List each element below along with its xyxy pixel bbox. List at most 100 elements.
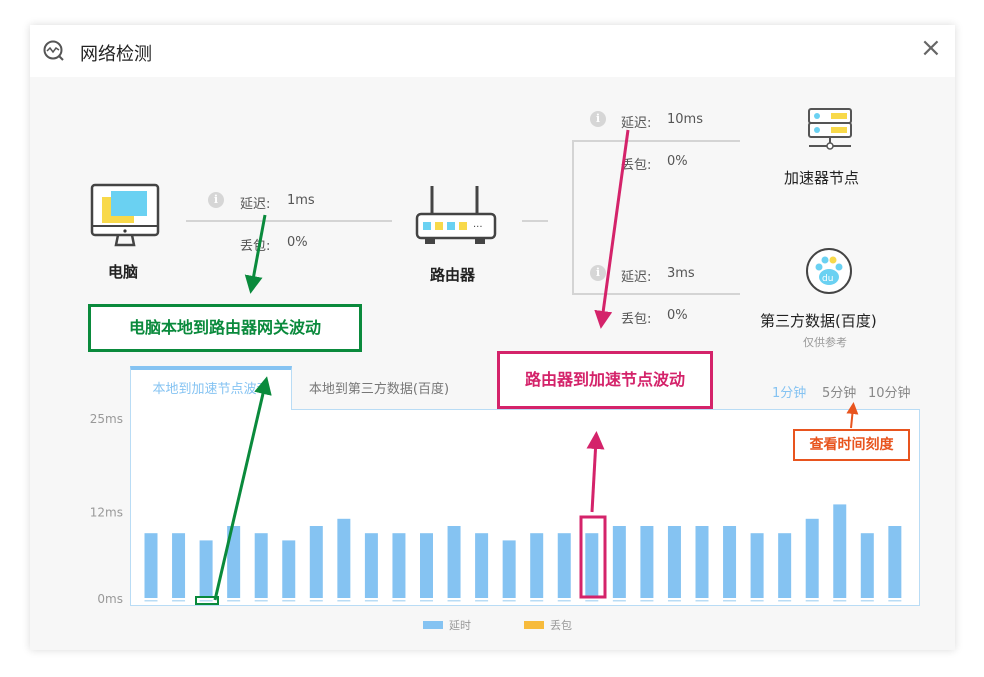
latency-bar[interactable] [172, 533, 186, 598]
pc-router-line [186, 220, 392, 222]
info-icon[interactable]: i [208, 192, 224, 208]
computer-icon [90, 183, 160, 247]
latency-bar[interactable] [612, 526, 626, 598]
packet-loss-marker [667, 600, 681, 602]
branch-accel-line [574, 140, 740, 142]
window-title: 网络检测 [80, 44, 152, 65]
node-accel-label: 加速器节点 [784, 169, 860, 187]
latency-bar[interactable] [805, 518, 819, 598]
latency-bar[interactable] [778, 533, 792, 598]
latency-bar[interactable] [640, 526, 654, 598]
router-accel-loss: 0% [667, 154, 688, 169]
time-scale-1min[interactable]: 1分钟 [772, 386, 807, 401]
packet-loss-marker [530, 600, 544, 602]
packet-loss-marker [172, 600, 186, 602]
packet-loss-marker [309, 600, 323, 602]
latency-bar[interactable] [860, 533, 874, 598]
latency-bar[interactable] [833, 504, 847, 598]
latency-bar[interactable] [282, 540, 296, 598]
tab-local-to-third[interactable]: 本地到第三方数据(百度) [308, 382, 450, 397]
svg-text:du: du [822, 274, 833, 284]
router-accel-latency-label: 延迟: [621, 116, 652, 131]
annotation-magenta: 路由器到加速节点波动 [497, 351, 713, 409]
packet-loss-marker [364, 600, 378, 602]
branch-third-line [574, 293, 740, 295]
packet-loss-marker [199, 600, 213, 602]
pc-router-loss: 0% [287, 235, 308, 250]
node-third-note: 仅供参考 [803, 336, 847, 349]
packet-loss-marker [475, 600, 489, 602]
latency-bar[interactable] [888, 526, 902, 598]
latency-bar[interactable] [557, 533, 571, 598]
y-tick-label: 0ms [97, 592, 123, 606]
latency-bar[interactable] [447, 526, 461, 598]
packet-loss-marker [254, 600, 268, 602]
close-button[interactable]: × [920, 33, 942, 63]
y-tick-label: 12ms [90, 506, 123, 520]
packet-loss-marker [860, 600, 874, 602]
network-check-icon [43, 40, 64, 61]
latency-bar[interactable] [199, 540, 213, 598]
pc-router-latency-label: 延迟: [240, 197, 271, 212]
latency-bar[interactable] [723, 526, 737, 598]
latency-bar[interactable] [364, 533, 378, 598]
router-icon: ··· [415, 186, 497, 244]
router-third-latency: 3ms [667, 266, 695, 281]
packet-loss-marker [502, 600, 516, 602]
legend-loss-label: 丢包 [550, 619, 572, 632]
latency-bar[interactable] [254, 533, 268, 598]
time-scale-5min[interactable]: 5分钟 [822, 386, 857, 401]
time-scale-10min[interactable]: 10分钟 [868, 386, 911, 401]
packet-loss-marker [282, 600, 296, 602]
branch-vertical-line [572, 140, 574, 295]
packet-loss-marker [447, 600, 461, 602]
server-icon [808, 108, 852, 150]
latency-bar[interactable] [475, 533, 489, 598]
latency-bar[interactable] [667, 526, 681, 598]
router-third-loss: 0% [667, 308, 688, 323]
latency-bar[interactable] [695, 526, 709, 598]
node-third-label: 第三方数据(百度) [760, 312, 877, 330]
packet-loss-marker [612, 600, 626, 602]
packet-loss-marker [723, 600, 737, 602]
packet-loss-marker [888, 600, 902, 602]
latency-bar[interactable] [227, 526, 241, 598]
svg-text:···: ··· [473, 222, 483, 233]
packet-loss-marker [585, 600, 599, 602]
y-tick-label: 25ms [90, 412, 123, 426]
latency-bar[interactable] [420, 533, 433, 598]
packet-loss-marker [695, 600, 709, 602]
latency-bar[interactable] [585, 533, 599, 598]
router-branch-line [522, 220, 548, 222]
packet-loss-marker [420, 600, 433, 602]
latency-bar[interactable] [309, 526, 323, 598]
legend-latency-label: 延时 [449, 619, 471, 632]
packet-loss-marker [640, 600, 654, 602]
latency-bar[interactable] [392, 533, 406, 598]
legend-loss-swatch [524, 621, 544, 629]
packet-loss-marker [750, 600, 764, 602]
packet-loss-marker [805, 600, 819, 602]
latency-bar[interactable] [337, 518, 351, 598]
pc-router-latency: 1ms [287, 193, 315, 208]
annotation-green: 电脑本地到路由器网关波动 [88, 304, 362, 352]
latency-bar[interactable] [502, 540, 516, 598]
latency-bar[interactable] [750, 533, 764, 598]
packet-loss-marker [833, 600, 847, 602]
title-bar: 网络检测 × [30, 25, 955, 77]
router-accel-latency: 10ms [667, 112, 703, 127]
packet-loss-marker [392, 600, 406, 602]
legend-latency-swatch [423, 621, 443, 629]
node-router-label: 路由器 [430, 266, 476, 284]
packet-loss-marker [778, 600, 792, 602]
annotation-orange: 查看时间刻度 [793, 429, 910, 461]
node-pc-label: 电脑 [108, 263, 139, 281]
packet-loss-marker [337, 600, 351, 602]
packet-loss-marker [144, 600, 158, 602]
latency-bar[interactable] [144, 533, 158, 598]
info-icon[interactable]: i [590, 111, 606, 127]
latency-bar[interactable] [530, 533, 544, 598]
baidu-icon: du [806, 248, 852, 294]
packet-loss-marker [227, 600, 241, 602]
packet-loss-marker [557, 600, 571, 602]
